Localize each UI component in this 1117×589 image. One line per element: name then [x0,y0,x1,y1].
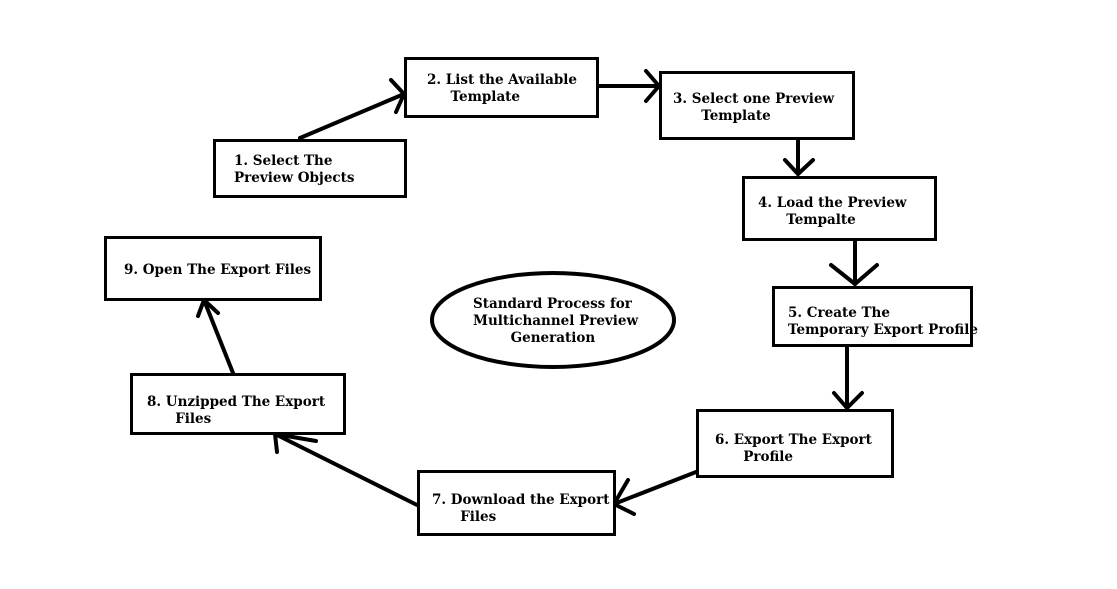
step-label-6: 6. Export The Export Profile [715,432,872,465]
step-box-7: 7. Download the Export Files [417,470,616,536]
step-label-2: 2. List the Available Template [427,72,577,105]
step-box-6: 6. Export The Export Profile [696,409,894,478]
step-label-1: 1. Select The Preview Objects [234,153,355,186]
step-label-4: 4. Load the Preview Tempalte [758,195,907,228]
arrow-step8-to-step9 [202,298,235,375]
arrowhead-step4-to-step5 [829,263,879,286]
arrowhead-step3-to-step4 [783,158,815,176]
step-box-3: 3. Select one Preview Template [659,71,855,140]
step-label-3: 3. Select one Preview Template [673,91,835,124]
step-box-2: 2. List the Available Template [404,57,599,118]
step-label-9: 9. Open The Export Files [124,262,312,278]
step-box-8: 8. Unzipped The Export Files [130,373,346,435]
step-box-1: 1. Select The Preview Objects [213,139,407,198]
step-box-4: 4. Load the Preview Tempalte [742,176,937,241]
step-box-5: 5. Create The Temporary Export Profile [772,286,978,347]
step-label-8: 8. Unzipped The Export Files [147,394,326,427]
arrow-step1-to-step2 [298,92,406,140]
step-label-7: 7. Download the Export Files [432,492,610,525]
center-ellipse-label: Standard Process for Multichannel Previe… [473,296,639,346]
arrowhead-step5-to-step6 [832,391,864,410]
arrow-step7-to-step8 [273,432,419,507]
center-ellipse [430,271,676,369]
step-label-5: 5. Create The Temporary Export Profile [788,305,978,338]
arrow-step6-to-step7 [612,470,698,506]
step-box-9: 9. Open The Export Files [104,236,322,301]
